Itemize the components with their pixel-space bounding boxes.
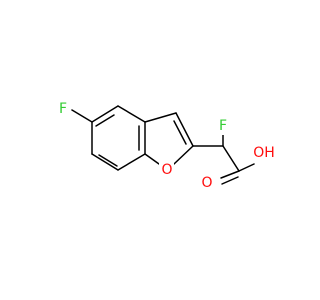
oxygen-carbonyl-label: O (201, 175, 212, 191)
bond-c6-c7 (91, 153, 119, 171)
bond-c3a-c4 (117, 105, 146, 123)
bond-c3a-c3 (144, 112, 177, 123)
molecule-structure-diagram: F F O O OH (56, 100, 278, 192)
bond-calpha-ccarboxyl (222, 145, 240, 172)
fluorine-ring-label: F (59, 101, 67, 117)
oxygen-furan-label-bg (159, 161, 174, 179)
furan-ring (144, 112, 194, 165)
fluorine-ring-label-bg (56, 100, 70, 118)
atom-labels: F F O O OH (56, 100, 278, 192)
bond-ccarboxyl-o-double-b (221, 176, 239, 185)
fluorine-alpha-label-bg (216, 117, 230, 135)
bond-c5-f (71, 109, 93, 123)
benzene-ring (71, 105, 146, 171)
bond-ccarboxyl-oh (238, 163, 255, 172)
hydroxyl-label-bg (250, 144, 278, 162)
bond-c3-c2 (175, 112, 194, 147)
bond-c2-o1 (173, 145, 194, 165)
bond-c4-c5 (91, 105, 119, 123)
fluorine-alpha-label: F (219, 118, 227, 134)
bond-c6-c7-inner (98, 154, 118, 167)
bond-c3-c2-inner (173, 120, 187, 145)
oxygen-furan-label: O (161, 162, 172, 178)
bond-o1-c7a (144, 153, 160, 165)
bond-c7-c7a (117, 153, 146, 171)
bond-c4-c5-inner (95, 114, 115, 127)
hydroxyl-label: OH (253, 145, 275, 161)
fluoroacetic-acid-chain (192, 131, 255, 185)
bond-ccarboxyl-o-double-a (220, 170, 240, 179)
oxygen-carbonyl-label-bg (199, 174, 215, 192)
